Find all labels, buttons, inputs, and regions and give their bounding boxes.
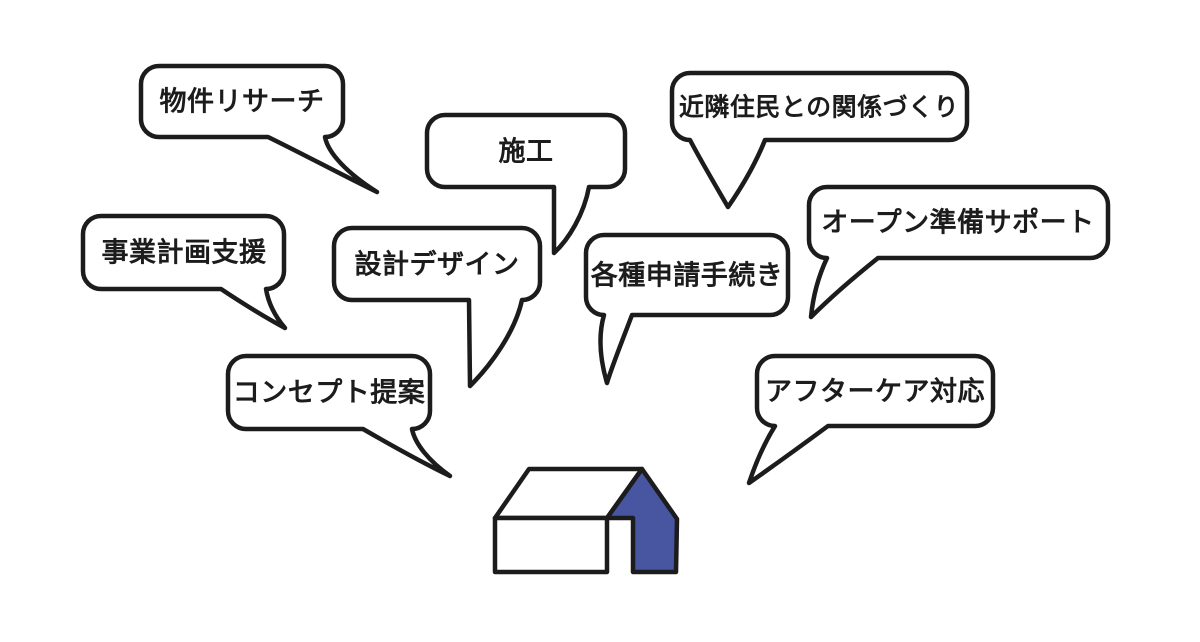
bubble-label: 設計デザイン (355, 249, 520, 281)
bubble-outline (331, 225, 543, 389)
speech-bubble-aftercare-support: アフターケア対応 (746, 353, 996, 486)
house-icon (492, 466, 680, 575)
speech-bubble-property-research: 物件リサーチ (138, 63, 380, 195)
house-gable (604, 466, 680, 575)
bubble-label: 各種申請手続き (590, 260, 784, 292)
speech-bubble-business-plan-support: 事業計画支援 (80, 213, 288, 331)
bubble-outline (138, 63, 380, 195)
bubble-label: オープン準備サポート (821, 207, 1094, 239)
speech-bubble-concept-proposal: コンセプト提案 (225, 353, 453, 479)
speech-bubble-architectural-design: 設計デザイン (331, 225, 543, 389)
bubble-label: 近隣住民との関係づくり (679, 93, 959, 122)
bubble-label: 事業計画支援 (102, 237, 267, 269)
bubble-outline (806, 184, 1111, 320)
speech-bubble-neighbor-relations: 近隣住民との関係づくり (669, 70, 970, 210)
speech-bubble-opening-prep-support: オープン準備サポート (806, 184, 1111, 320)
bubble-label: アフターケア対応 (765, 376, 985, 408)
bubble-outline (80, 213, 288, 331)
speech-bubble-construction: 施工 (424, 112, 628, 256)
bubble-outline (583, 232, 791, 386)
bubble-outline (669, 70, 970, 210)
bubble-label: コンセプト提案 (233, 377, 426, 409)
bubble-label: 物件リサーチ (160, 87, 325, 118)
bubble-outline (746, 353, 996, 486)
bubble-outline (424, 112, 628, 256)
bubble-outline (225, 353, 453, 479)
house-body (492, 515, 610, 575)
bubble-label: 施工 (499, 137, 554, 168)
speech-bubble-application-procedures: 各種申請手続き (583, 232, 791, 386)
